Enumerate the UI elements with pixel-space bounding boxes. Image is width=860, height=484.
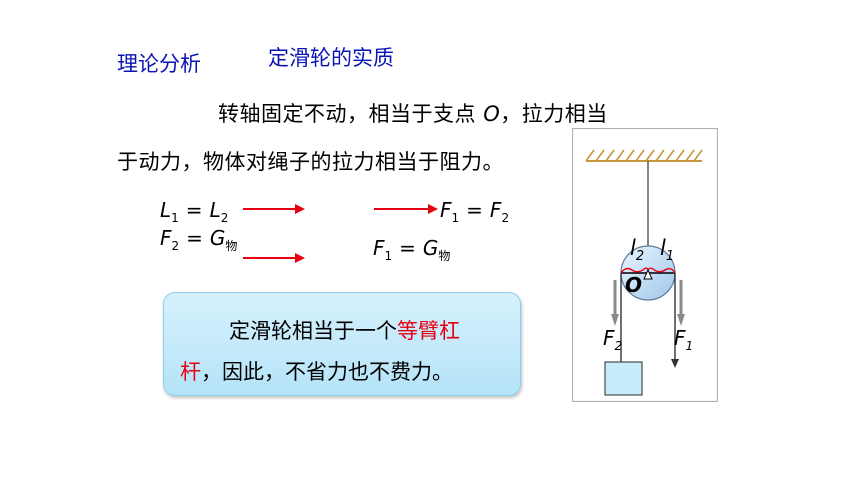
eq-op: = <box>399 236 416 260</box>
arm-left-letter: l <box>630 236 636 260</box>
force-right-label: F1 <box>674 326 693 353</box>
pull-arrowhead-icon <box>671 359 679 368</box>
conclusion-line-2: 杆，因此，不省力也不费力。 <box>180 356 453 386</box>
eq-lhs-sub: 2 <box>171 239 180 253</box>
slide-title: 定滑轮的实质 <box>268 46 394 70</box>
ceiling <box>585 149 703 162</box>
eq-rhs: G <box>209 226 226 250</box>
conclusion-highlight: 杆 <box>180 360 201 384</box>
eq-rhs-sub: 物 <box>225 239 238 253</box>
section-label: 理论分析 <box>117 52 201 76</box>
arm-right-sub: 1 <box>666 249 674 264</box>
eq-lhs: F <box>160 226 172 250</box>
eq-op: = <box>186 226 203 250</box>
pivot-triangle-icon <box>643 268 653 280</box>
force-left-label: F2 <box>603 326 622 353</box>
conclusion-box: 定滑轮相当于一个等臂杠 杆，因此，不省力也不费力。 <box>163 292 521 396</box>
conclusion-highlight: 等臂杠 <box>397 319 460 343</box>
arrow-right-icon <box>243 204 305 214</box>
eq-lhs-sub: 1 <box>384 249 393 263</box>
equation-result: F1 =G物 <box>373 236 450 264</box>
force-right-letter: F <box>674 326 686 350</box>
equation-force-equal: F1=F2 <box>440 198 509 225</box>
arm-right-label: l1 <box>660 236 674 264</box>
paragraph-text: ，拉力相当 <box>500 102 608 126</box>
load-block <box>604 361 643 396</box>
arrow-right-icon <box>374 204 438 214</box>
equation-arm-lengths: L1=L2 <box>160 198 228 225</box>
eq-lhs-sub: 1 <box>171 211 179 225</box>
arm-right-letter: l <box>660 236 666 260</box>
eq-lhs-sub: 1 <box>451 211 460 225</box>
force-right-sub: 1 <box>686 339 694 353</box>
eq-lhs: L <box>160 198 172 222</box>
conclusion-line-1: 定滑轮相当于一个等臂杠 <box>229 315 460 345</box>
pivot-label: O <box>625 273 642 297</box>
force-left-letter: F <box>603 326 615 350</box>
eq-op: = <box>466 198 483 222</box>
fixed-pulley-diagram: O l2 l1 F2 F1 <box>572 128 718 402</box>
arm-brace-right-icon <box>647 267 676 274</box>
paragraph-text: 转轴固定不动，相当于支点 <box>218 102 484 126</box>
arrow-right-icon <box>243 253 305 263</box>
eq-rhs-sub: 2 <box>501 211 510 225</box>
force-arrow-right-icon <box>677 280 685 326</box>
eq-lhs: F <box>440 198 452 222</box>
equation-load-force: F2 =G物 <box>160 226 237 254</box>
conclusion-text: ，因此，不省力也不费力。 <box>201 360 453 384</box>
force-left-sub: 2 <box>615 339 623 353</box>
eq-rhs: L <box>209 198 221 222</box>
arm-left-label: l2 <box>630 236 644 264</box>
eq-rhs-sub: 2 <box>220 211 229 225</box>
eq-op: = <box>185 198 203 222</box>
paragraph-line-1: 转轴固定不动，相当于支点 O，拉力相当 <box>218 98 608 128</box>
arm-brace-left-icon <box>620 267 649 274</box>
paragraph-line-2: 于动力，物体对绳子的拉力相当于阻力。 <box>117 150 504 174</box>
eq-lhs: F <box>373 236 385 260</box>
force-arrow-left-icon <box>611 280 619 326</box>
eq-rhs-sub: 物 <box>438 249 451 263</box>
eq-rhs: G <box>422 236 439 260</box>
eq-rhs: F <box>489 198 502 222</box>
conclusion-text: 定滑轮相当于一个 <box>229 319 397 343</box>
pivot-symbol: O <box>483 102 501 126</box>
arm-left-sub: 2 <box>636 249 644 264</box>
